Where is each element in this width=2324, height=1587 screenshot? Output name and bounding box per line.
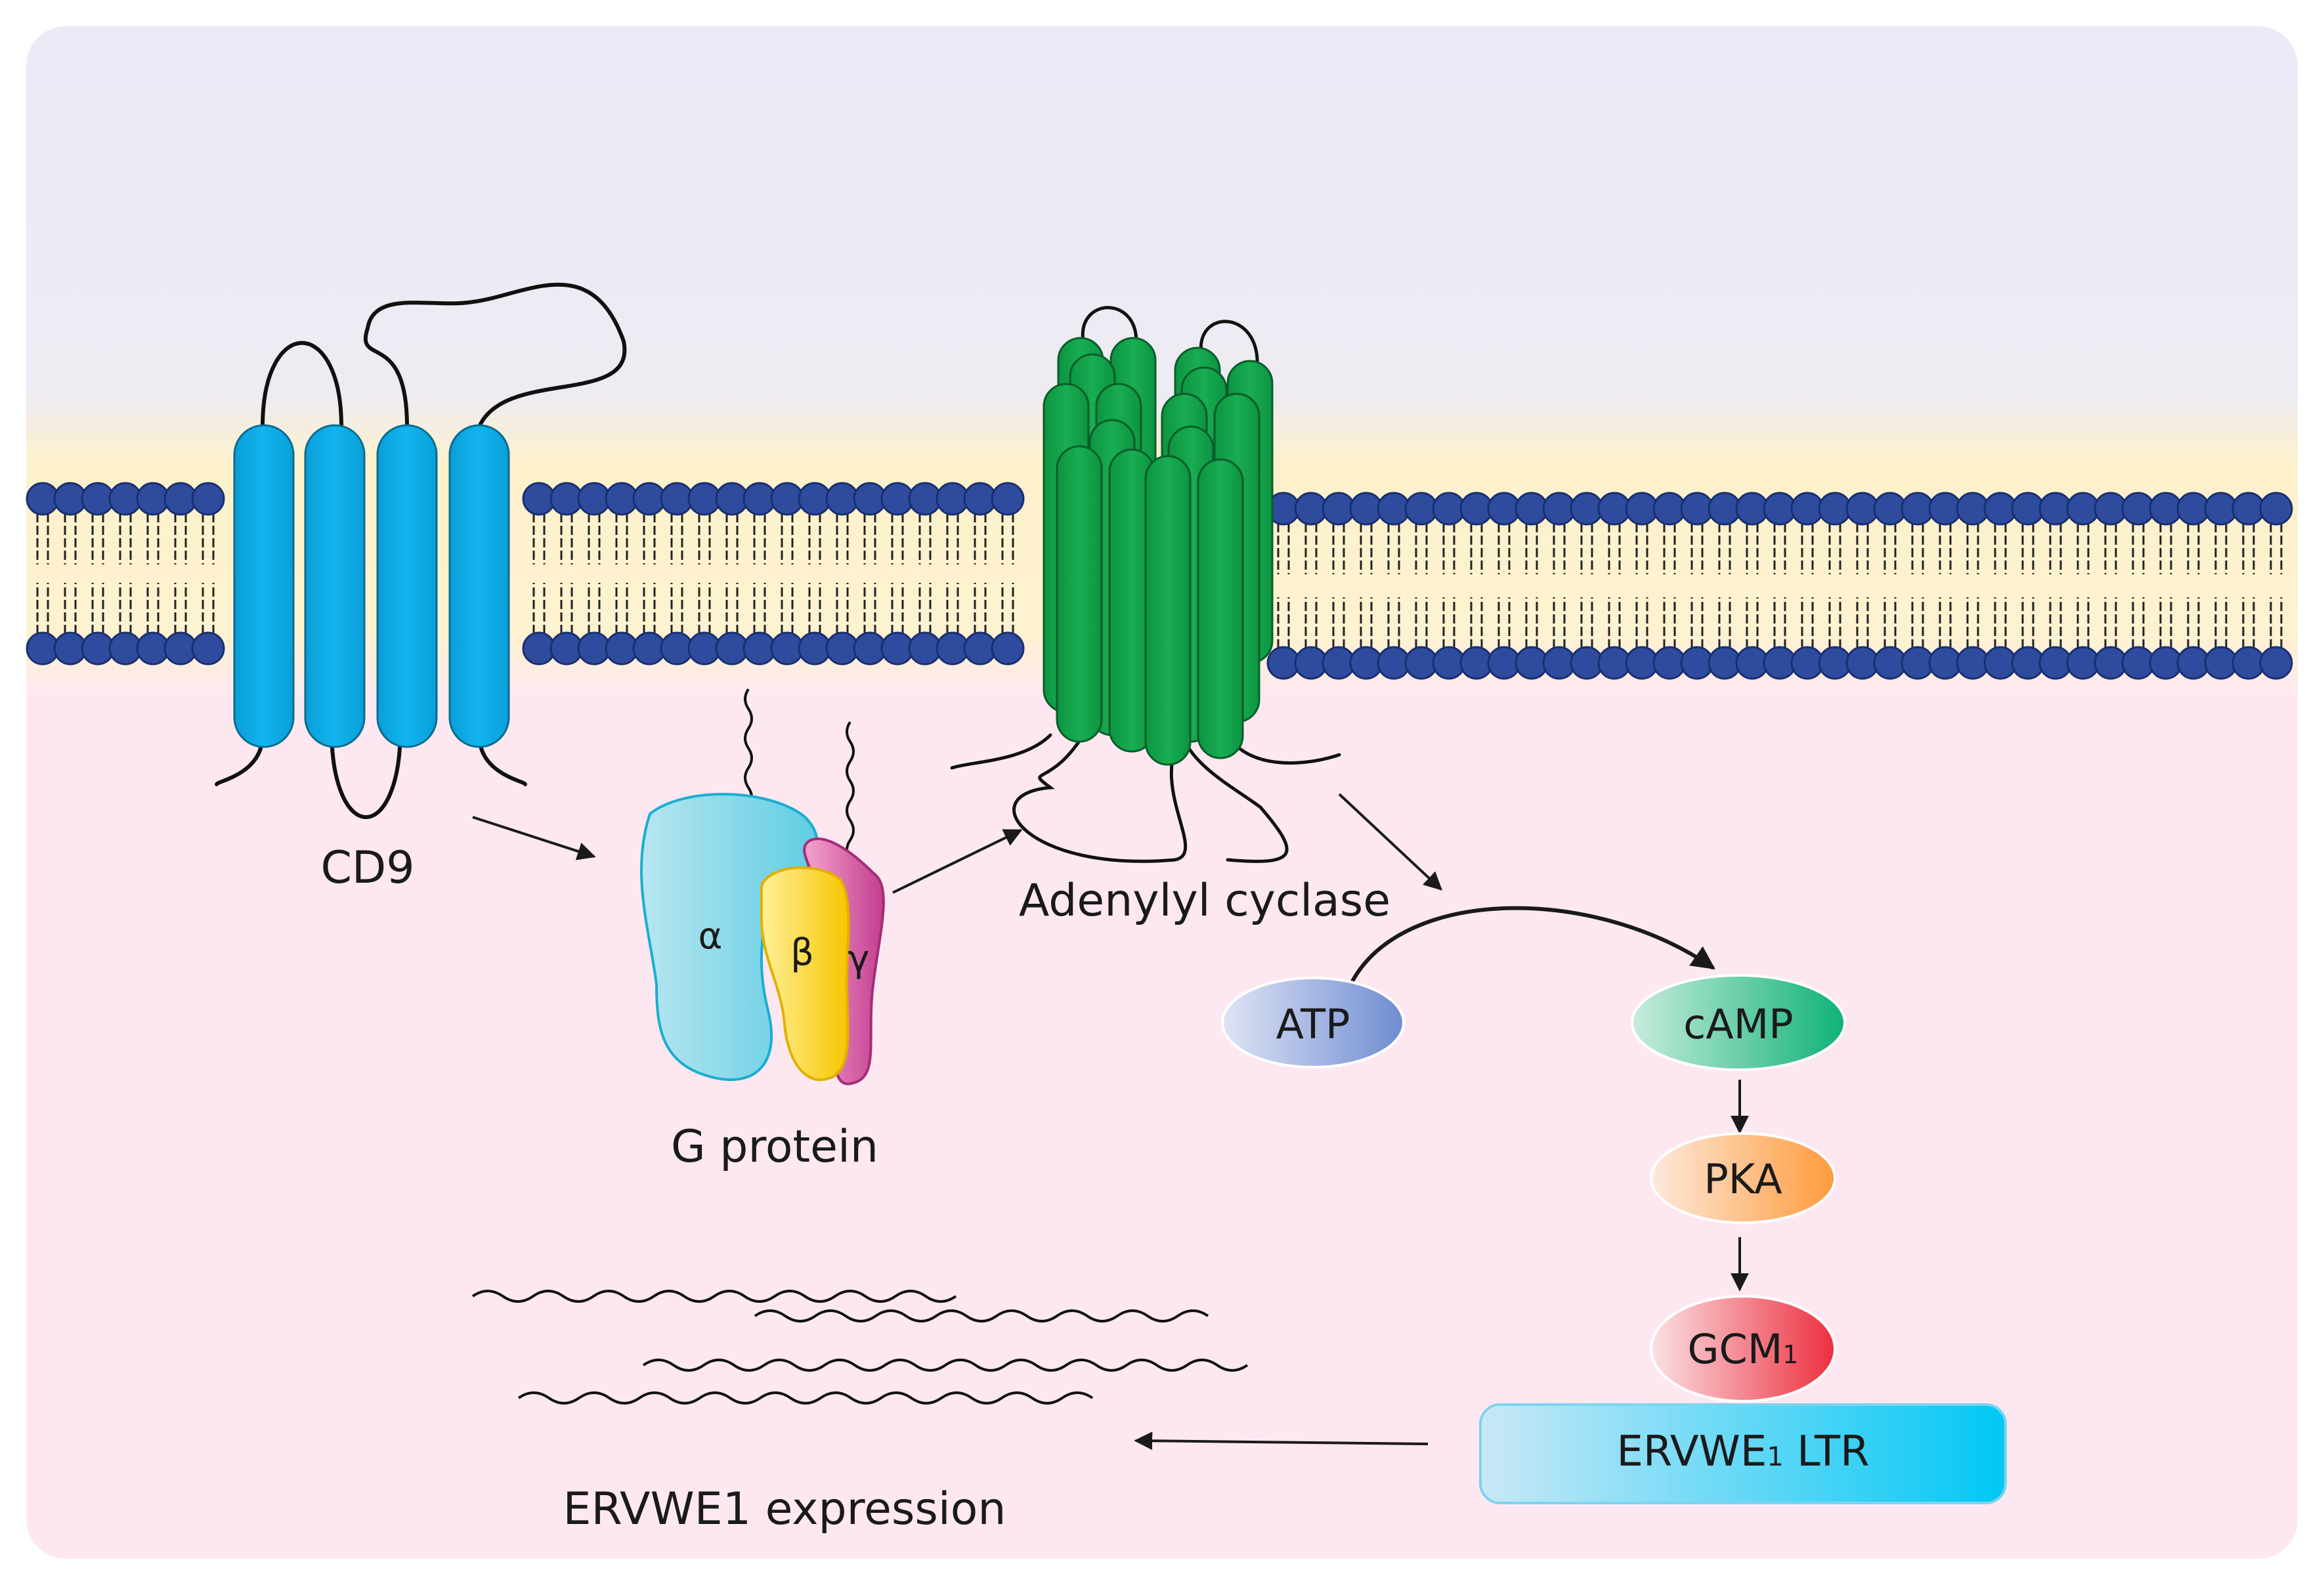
alpha-label: α <box>699 915 723 958</box>
ervwe1-ltr-label: ERVWE1 LTR <box>1616 1428 1869 1476</box>
lipid-bilayer <box>26 482 2293 680</box>
ac-helix <box>1144 455 1192 766</box>
gcm1-label-main: GCM <box>1687 1325 1782 1373</box>
cd9-helix-4 <box>448 424 510 748</box>
lipid-head <box>191 631 225 666</box>
arrow-atp-to-camp <box>1350 906 1715 983</box>
pka-label: PKA <box>1704 1155 1782 1203</box>
cell-background <box>26 26 2298 1559</box>
gcm1-label-sub: 1 <box>1782 1340 1798 1369</box>
g-beta-subunit <box>760 866 850 1082</box>
arrow-ltr-to-expression <box>1134 1431 1429 1450</box>
gamma-label: γ <box>848 938 869 981</box>
atp-label: ATP <box>1276 1000 1350 1048</box>
mrna-strands <box>471 1290 1249 1405</box>
arrow-cd9-to-gprotein <box>472 816 596 860</box>
labels: CD9 G protein α β γ Adenylyl cyclase ATP… <box>320 842 1869 1535</box>
lipid-head <box>2259 646 2293 680</box>
ltr-label-main: ERVWE <box>1616 1428 1767 1476</box>
ac-helix <box>1197 458 1244 759</box>
arrow-gprotein-to-cyclase <box>892 829 1023 894</box>
g-alpha-subunit <box>640 793 819 1081</box>
camp-label: cAMP <box>1683 1000 1793 1048</box>
arrow-cyclase-to-conversion <box>1338 793 1443 891</box>
cd9-protein <box>233 424 510 748</box>
beta-label: β <box>790 931 814 974</box>
ervwe1-ltr-box <box>1479 1403 2007 1504</box>
lipid-head <box>2259 492 2293 526</box>
ervwe1-expression-label: ERVWE1 expression <box>563 1483 1006 1535</box>
g-protein <box>640 793 885 1086</box>
cd9-label: CD9 <box>320 842 414 894</box>
atp-node <box>1221 977 1405 1069</box>
lipid-head <box>991 482 1025 516</box>
pathway-arrows <box>472 793 1749 1450</box>
cd9-helix-3 <box>376 424 438 748</box>
gcm1-label: GCM1 <box>1687 1325 1798 1373</box>
camp-node <box>1631 974 1846 1071</box>
cd9-helix-1 <box>233 424 295 748</box>
signalling-molecules <box>1221 974 2007 1504</box>
ltr-label-sub: 1 <box>1767 1442 1783 1472</box>
g-protein-label: G protein <box>671 1121 878 1173</box>
lipid-head <box>191 482 225 516</box>
cd9-loops <box>215 282 627 819</box>
adenylyl-cyclase-label: Adenylyl cyclase <box>1019 875 1390 927</box>
gcm1-node <box>1650 1295 1836 1403</box>
ac-helix <box>1056 445 1103 743</box>
adenylyl-cyclase-protein <box>1043 337 1274 766</box>
pka-node <box>1650 1132 1836 1224</box>
lipid-head <box>991 631 1025 666</box>
ltr-label-tail: LTR <box>1784 1428 1870 1476</box>
cd9-helix-2 <box>304 424 366 748</box>
